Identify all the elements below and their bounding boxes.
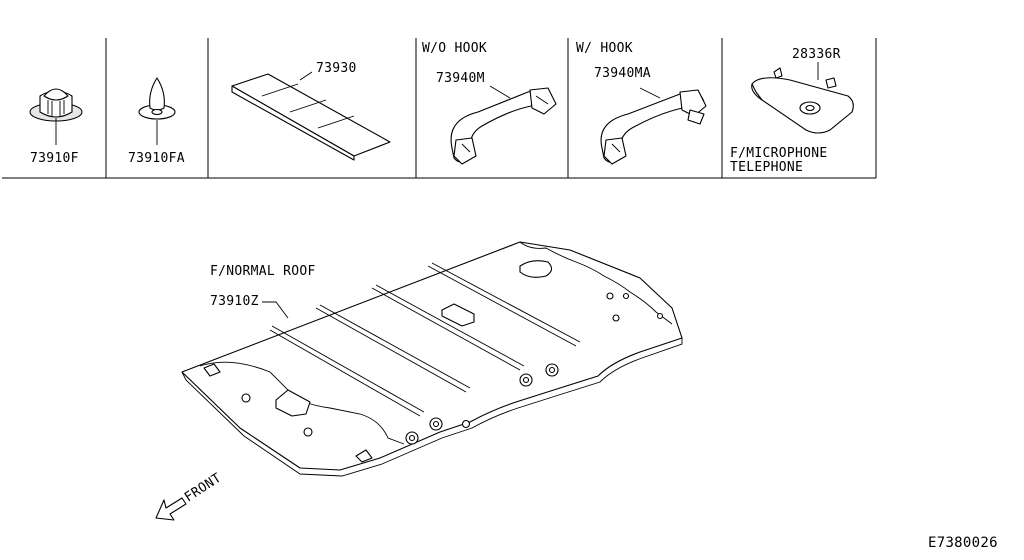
condition-label-w-hook: W/ HOOK [576, 41, 633, 56]
microphone-28336R-illustration [751, 62, 854, 134]
condition-label-normal-roof: F/NORMAL ROOF [210, 264, 316, 279]
part-number-73940M: 73940M [436, 71, 485, 86]
condition-label-microphone: F/MICROPHONE [730, 146, 828, 161]
part-number-73910F: 73910F [30, 151, 79, 166]
headlining-assembly-73910Z[interactable]: F/NORMAL ROOF 73910Z [181, 241, 683, 477]
front-direction-indicator: FRONT [155, 471, 224, 521]
part-cell-28336R[interactable]: 28336R F/MICROPHONE TELEPHONE [730, 47, 854, 175]
condition-label-wo-hook: W/O HOOK [422, 41, 487, 56]
parts-grid [2, 38, 877, 179]
part-number-73930: 73930 [316, 61, 357, 76]
assist-grip-73940MA-illustration [600, 87, 707, 165]
part-cell-73910FA[interactable]: 73910FA [128, 77, 185, 166]
part-number-73940MA: 73940MA [594, 66, 651, 81]
leader-line [262, 301, 289, 319]
front-label: FRONT [182, 471, 224, 506]
drawing-code: E7380026 [928, 535, 998, 551]
part-number-73910Z: 73910Z [210, 294, 259, 309]
front-arrow-icon [155, 497, 187, 521]
condition-label-telephone: TELEPHONE [730, 160, 803, 175]
clip-73910FA-illustration [138, 77, 176, 145]
part-cell-73940MA[interactable]: W/ HOOK 73940MA [576, 41, 707, 165]
part-cell-73940M[interactable]: W/O HOOK 73940M [422, 41, 557, 165]
grip-bosses [241, 292, 664, 445]
clip-73910F-illustration [29, 88, 83, 145]
part-cell-73930[interactable]: 73930 [231, 61, 391, 161]
part-number-73910FA: 73910FA [128, 151, 185, 166]
assist-grip-73940M-illustration [450, 85, 557, 165]
headlining-illustration [181, 241, 683, 477]
part-number-28336R: 28336R [792, 47, 841, 62]
part-cell-73910F[interactable]: 73910F [29, 88, 83, 166]
sound-pad-73930-illustration [231, 71, 391, 161]
